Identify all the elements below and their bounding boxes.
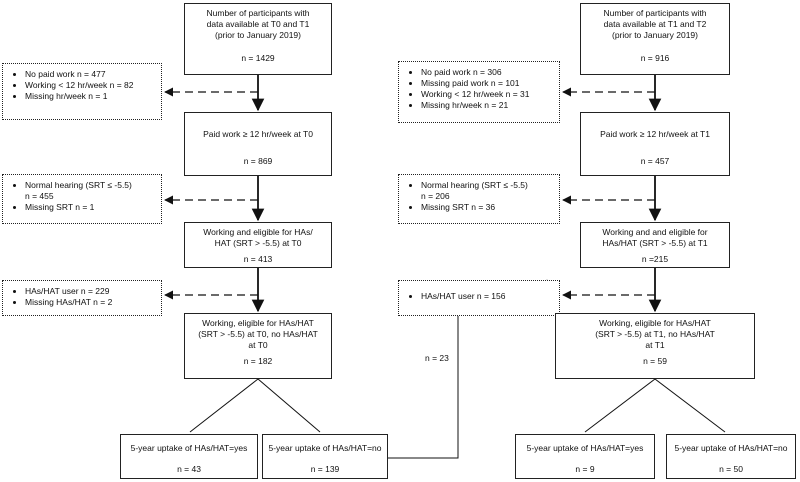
- left-step3-box: Working, eligible for HAs/HAT (SRT > -5.…: [184, 313, 332, 379]
- box-count: n = 457: [640, 156, 670, 166]
- right-exclusion2-box: Normal hearing (SRT ≤ -5.5) n = 206 Miss…: [398, 174, 560, 224]
- box-count: n = 916: [640, 53, 670, 63]
- left-outcome-no-box: 5-year uptake of HAs/HAT=no n = 139: [262, 434, 388, 479]
- box-text: at T0: [248, 340, 268, 350]
- left-exclusion3-box: HAs/HAT user n = 229 Missing HAs/HAT n =…: [2, 280, 162, 316]
- exclusion-item: HAs/HAT user n = 229: [11, 286, 157, 297]
- box-count: n = 413: [243, 254, 273, 264]
- box-text: 5-year uptake of HAs/HAT=yes: [526, 443, 644, 453]
- box-count: n = 59: [643, 356, 667, 366]
- right-start-box: Number of participants with data availab…: [580, 3, 730, 75]
- left-step2-box: Working and eligible for HAs/ HAT (SRT >…: [184, 222, 332, 268]
- left-outcome-yes-box: 5-year uptake of HAs/HAT=yes n = 43: [120, 434, 258, 479]
- box-text: data available at T1 and T2: [603, 19, 707, 29]
- branch-left-no: [257, 378, 321, 433]
- exclusion-item: Normal hearing (SRT ≤ -5.5): [11, 180, 157, 191]
- exclusion-item: Missing HAs/HAT n = 2: [11, 297, 157, 308]
- box-count: n = 1429: [241, 53, 275, 63]
- exclusion-item: Working < 12 hr/week n = 31: [407, 89, 555, 100]
- box-text: Number of participants with: [206, 8, 310, 18]
- box-text: 5-year uptake of HAs/HAT=no: [268, 443, 382, 453]
- box-text: Paid work ≥ 12 hr/week at T1: [600, 129, 710, 139]
- exclusion-item: No paid work n = 477: [11, 69, 157, 80]
- right-outcome-yes-box: 5-year uptake of HAs/HAT=yes n = 9: [515, 434, 655, 479]
- exclusion-item: Normal hearing (SRT ≤ -5.5): [407, 180, 555, 191]
- left-exclusion1-box: No paid work n = 477 Working < 12 hr/wee…: [2, 63, 162, 120]
- branch-right-yes: [584, 378, 656, 433]
- left-step1-box: Paid work ≥ 12 hr/week at T0 n = 869: [184, 112, 332, 176]
- box-text: data available at T0 and T1: [206, 19, 310, 29]
- right-step3-box: Working, eligible for HAs/HAT (SRT > -5.…: [555, 313, 755, 379]
- box-text: Working and and eligible for: [602, 227, 708, 237]
- exclusion-item: Missing hr/week n = 21: [407, 100, 555, 111]
- box-count: n = 139: [310, 464, 340, 474]
- exclusion-item: Missing SRT n = 1: [11, 202, 157, 213]
- exclusion-item: Missing hr/week n = 1: [11, 91, 157, 102]
- right-step2-box: Working and and eligible for HAs/HAT (SR…: [580, 222, 730, 268]
- right-outcome-no-box: 5-year uptake of HAs/HAT=no n = 50: [666, 434, 796, 479]
- right-step1-box: Paid work ≥ 12 hr/week at T1 n = 457: [580, 112, 730, 176]
- branch-left-yes: [189, 378, 259, 433]
- box-text: Paid work ≥ 12 hr/week at T0: [203, 129, 313, 139]
- box-text: (SRT > -5.5) at T0, no HAs/HAT: [198, 329, 318, 339]
- exclusion-item: HAs/HAT user n = 156: [407, 291, 555, 302]
- box-count: n = 43: [177, 464, 201, 474]
- box-text: (prior to January 2019): [612, 30, 698, 40]
- exclusion-item: Working < 12 hr/week n = 82: [11, 80, 157, 91]
- right-exclusion3-box: HAs/HAT user n = 156: [398, 280, 560, 316]
- box-count: n = 182: [243, 356, 273, 366]
- box-count: n = 9: [575, 464, 595, 474]
- exclusion-item-continued: n = 455: [25, 191, 54, 201]
- left-exclusion2-box: Normal hearing (SRT ≤ -5.5) n = 455 Miss…: [2, 174, 162, 224]
- exclusion-item: Missing paid work n = 101: [407, 78, 555, 89]
- box-text: HAT (SRT > -5.5) at T0: [214, 238, 302, 248]
- exclusion-item: Missing SRT n = 36: [407, 202, 555, 213]
- box-text: Working, eligible for HAs/HAT: [202, 318, 314, 328]
- box-text: (SRT > -5.5) at T1, no HAs/HAT: [595, 329, 715, 339]
- box-text: (prior to January 2019): [215, 30, 301, 40]
- transfer-count-label: n = 23: [424, 353, 450, 363]
- left-start-box: Number of participants with data availab…: [184, 3, 332, 75]
- box-count: n = 50: [719, 464, 743, 474]
- box-text: at T1: [645, 340, 665, 350]
- box-text: Number of participants with: [603, 8, 707, 18]
- box-text: Working, eligible for HAs/HAT: [599, 318, 711, 328]
- box-text: HAs/HAT (SRT > -5.5) at T1: [602, 238, 708, 248]
- exclusion-item-continued: n = 206: [421, 191, 450, 201]
- right-exclusion1-box: No paid work n = 306 Missing paid work n…: [398, 61, 560, 123]
- exclusion-item: No paid work n = 306: [407, 67, 555, 78]
- box-text: Working and eligible for HAs/: [203, 227, 313, 237]
- box-text: 5-year uptake of HAs/HAT=yes: [130, 443, 248, 453]
- branch-right-no: [654, 378, 726, 433]
- box-text: 5-year uptake of HAs/HAT=no: [674, 443, 788, 453]
- box-count: n =215: [641, 254, 669, 264]
- box-count: n = 869: [243, 156, 273, 166]
